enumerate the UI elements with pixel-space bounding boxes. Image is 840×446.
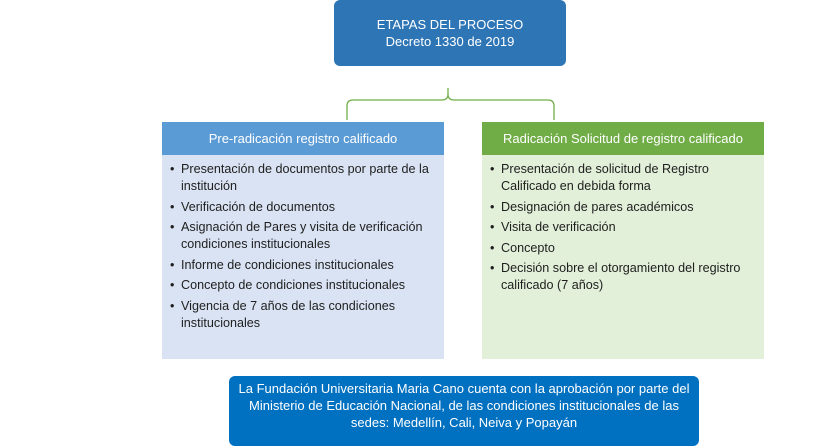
bullet-icon: • [490,162,495,176]
brace-path [346,88,555,120]
approval-note-box: La Fundación Universitaria Maria Cano cu… [229,376,699,446]
radicacion-list: • Presentación de solicitud de Registro C… [490,161,758,294]
list-item-text: Concepto de condiciones institucionales [181,278,406,292]
list-item: • Presentación de documentos por parte de… [170,161,438,195]
radicacion-header: Radicación Solicitud de registro calific… [482,122,764,155]
list-item: • Informe de condiciones institucionales [170,257,438,274]
list-item-text: Verificación de documentos [181,199,336,214]
list-item: • Concepto [490,240,758,257]
bullet-icon: • [170,162,175,176]
list-item-text: Asignación de Pares y visita de verifica… [181,220,423,251]
approval-note-text: La Fundación Universitaria Maria Cano cu… [238,381,690,430]
bullet-icon: • [490,261,495,275]
radicacion-body: • Presentación de solicitud de Registro C… [482,155,764,359]
bullet-icon: • [170,199,175,214]
process-stages-box: ETAPAS DEL PROCESO Decreto 1330 de 2019 [334,0,566,66]
pre-radicacion-header: Pre-radicación registro calificado [162,122,444,155]
list-item-text: Concepto [501,240,555,255]
bullet-icon: • [490,220,495,234]
bullet-icon: • [170,220,175,234]
list-item: • Visita de verificación [490,219,758,236]
list-item: • Presentación de solicitud de Registro C… [490,161,758,195]
list-item: • Asignación de Pares y visita de verific… [170,219,438,253]
pre-radicacion-list: • Presentación de documentos por parte de… [170,161,438,332]
list-item-text: Presentación de documentos por parte de … [181,162,429,193]
process-stages-title: ETAPAS DEL PROCESO [376,17,524,32]
bullet-icon: • [170,298,175,313]
bullet-icon: • [170,278,175,292]
list-item-text: Decisión sobre el otorgamiento del regis… [501,261,741,292]
list-item-text: Designación de pares académicos [501,199,694,214]
process-stages-subtitle: Decreto 1330 de 2019 [385,34,515,49]
list-item: • Vigencia de 7 años de las condiciones i… [170,298,438,332]
list-item: • Verificación de documentos [170,199,438,216]
list-item-text: Visita de verificación [501,220,616,234]
pre-radicacion-body: • Presentación de documentos por parte de… [162,155,444,359]
list-item: • Designación de pares académicos [490,199,758,216]
list-item-text: Presentación de solicitud de Registro Ca… [501,162,709,193]
list-item: • Concepto de condiciones institucionales [170,277,438,294]
list-item-text: Informe de condiciones institucionales [181,257,394,272]
bullet-icon: • [490,240,495,255]
bullet-icon: • [490,199,495,214]
list-item-text: Vigencia de 7 años de las condiciones in… [181,298,396,330]
list-item: • Decisión sobre el otorgamiento del regi… [490,260,758,294]
bullet-icon: • [170,257,175,272]
